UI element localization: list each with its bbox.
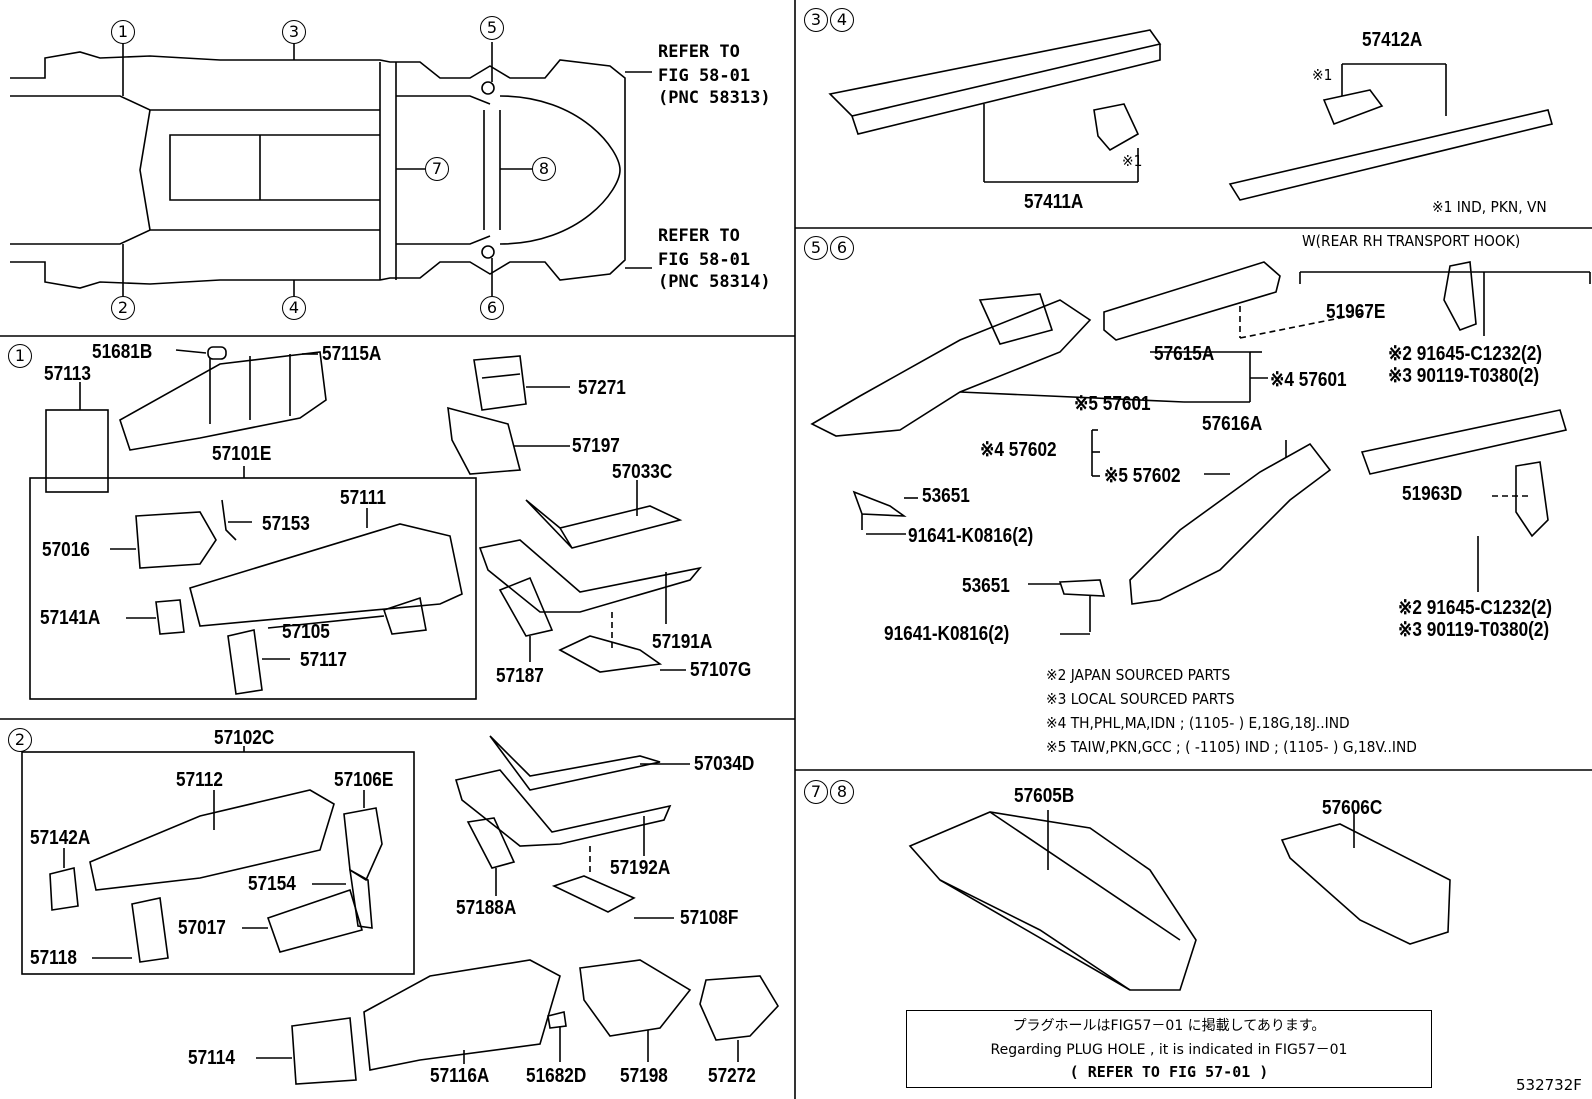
part-57412A[interactable]: 57412A [1362, 29, 1423, 51]
part-57034D[interactable]: 57034D [694, 753, 755, 775]
plug-hole-refer[interactable]: ( REFER TO FIG 57-01 ) [1069, 1063, 1269, 1081]
part-57271[interactable]: 57271 [578, 377, 626, 399]
part-57272[interactable]: 57272 [708, 1065, 756, 1087]
part-57115A[interactable]: 57115A [322, 343, 382, 365]
part-57113[interactable]: 57113 [44, 363, 91, 385]
part-57142A[interactable]: 57142A [30, 827, 91, 849]
part-57141A[interactable]: 57141A [40, 607, 101, 629]
part-51681B[interactable]: 51681B [92, 341, 153, 363]
section-5-callout[interactable]: 5 [804, 236, 828, 260]
plug-hole-note-box: プラグホールはFIG57－01 に掲載してあります。 Regarding PLU… [906, 1010, 1432, 1088]
part-91641-K0816-b[interactable]: 91641-K0816(2) [884, 623, 1010, 645]
section-1-callout[interactable]: 1 [8, 344, 32, 368]
part-57601-variant5[interactable]: ※5 57601 [1074, 393, 1151, 415]
part-91641-K0816-a[interactable]: 91641-K0816(2) [908, 525, 1034, 547]
part-53651-b[interactable]: 53651 [962, 575, 1010, 597]
part-57117[interactable]: 57117 [300, 649, 347, 671]
section-4-callout[interactable]: 4 [830, 8, 854, 32]
part-57615A[interactable]: 57615A [1154, 343, 1215, 365]
part-57116A[interactable]: 57116A [430, 1065, 490, 1087]
callout-7[interactable]: 7 [425, 157, 449, 181]
part-57602-variant5[interactable]: ※5 57602 [1104, 465, 1181, 487]
plug-hole-note-japanese: プラグホールはFIG57－01 に掲載してあります。 [1012, 1018, 1326, 1034]
part-57108F[interactable]: 57108F [680, 907, 739, 929]
part-57114[interactable]: 57114 [188, 1047, 235, 1069]
part-57033C[interactable]: 57033C [612, 461, 673, 483]
refer-top-line2[interactable]: FIG 58-01 [658, 66, 751, 86]
part-53651-a[interactable]: 53651 [922, 485, 970, 507]
callout-6[interactable]: 6 [480, 296, 504, 320]
note-1-regions: ※1 IND, PKN, VN [1432, 198, 1547, 216]
part-57187[interactable]: 57187 [496, 665, 544, 687]
note-mark-1a: ※1 [1312, 66, 1333, 84]
part-57017[interactable]: 57017 [178, 917, 226, 939]
part-91645-C1232-a[interactable]: ※2 91645-C1232(2) [1388, 343, 1543, 365]
part-57154[interactable]: 57154 [248, 873, 296, 895]
part-57101E[interactable]: 57101E [212, 443, 272, 465]
plug-hole-note-english: Regarding PLUG HOLE , it is indicated in… [990, 1042, 1348, 1058]
figure-code: 532732F [1516, 1076, 1582, 1094]
part-57105[interactable]: 57105 [282, 621, 330, 643]
refer-top-line1[interactable]: REFER TO [658, 42, 740, 62]
part-51963D[interactable]: 51963D [1402, 483, 1463, 505]
part-57118[interactable]: 57118 [30, 947, 77, 969]
legend-note-5: ※5 TAIW,PKN,GCC ; ( -1105) IND ; (1105- … [1046, 738, 1417, 756]
section-3-callout[interactable]: 3 [804, 8, 828, 32]
part-57111[interactable]: 57111 [340, 487, 386, 509]
note-mark-1b: ※1 [1122, 152, 1143, 170]
callout-5[interactable]: 5 [480, 16, 504, 40]
part-57153[interactable]: 57153 [262, 513, 310, 535]
section-8-callout[interactable]: 8 [830, 780, 854, 804]
part-90119-T0380-a[interactable]: ※3 90119-T0380(2) [1388, 365, 1540, 387]
part-57606C[interactable]: 57606C [1322, 797, 1383, 819]
part-57191A[interactable]: 57191A [652, 631, 713, 653]
transport-hook-label: W(REAR RH TRANSPORT HOOK) [1302, 232, 1521, 250]
part-57112[interactable]: 57112 [176, 769, 223, 791]
refer-bottom-line1[interactable]: REFER TO [658, 226, 740, 246]
part-57616A[interactable]: 57616A [1202, 413, 1263, 435]
part-57192A[interactable]: 57192A [610, 857, 671, 879]
callout-1[interactable]: 1 [111, 20, 135, 44]
callout-8[interactable]: 8 [532, 157, 556, 181]
section-6-callout[interactable]: 6 [830, 236, 854, 260]
legend-note-4: ※4 TH,PHL,MA,IDN ; (1105- ) E,18G,18J..I… [1046, 714, 1350, 732]
section-2-callout[interactable]: 2 [8, 728, 32, 752]
legend-note-2: ※2 JAPAN SOURCED PARTS [1046, 666, 1231, 684]
legend-note-3: ※3 LOCAL SOURCED PARTS [1046, 690, 1235, 708]
part-57016[interactable]: 57016 [42, 539, 90, 561]
refer-top-line3[interactable]: (PNC 58313) [658, 88, 771, 108]
part-57411A[interactable]: 57411A [1024, 191, 1084, 213]
part-57188A[interactable]: 57188A [456, 897, 517, 919]
part-91645-C1232-b[interactable]: ※2 91645-C1232(2) [1398, 597, 1553, 619]
part-51682D[interactable]: 51682D [526, 1065, 587, 1087]
part-57102C[interactable]: 57102C [214, 727, 275, 749]
callout-4[interactable]: 4 [282, 296, 306, 320]
refer-bottom-line3[interactable]: (PNC 58314) [658, 272, 771, 292]
part-57601-variant4[interactable]: ※4 57601 [1270, 369, 1347, 391]
part-57197[interactable]: 57197 [572, 435, 620, 457]
part-57602-variant4[interactable]: ※4 57602 [980, 439, 1057, 461]
part-57605B[interactable]: 57605B [1014, 785, 1075, 807]
section-7-callout[interactable]: 7 [804, 780, 828, 804]
part-57198[interactable]: 57198 [620, 1065, 668, 1087]
callout-2[interactable]: 2 [111, 296, 135, 320]
refer-bottom-line2[interactable]: FIG 58-01 [658, 250, 751, 270]
part-51967E[interactable]: 51967E [1326, 301, 1386, 323]
callout-3[interactable]: 3 [282, 20, 306, 44]
part-57107G[interactable]: 57107G [690, 659, 752, 681]
part-57106E[interactable]: 57106E [334, 769, 394, 791]
part-90119-T0380-b[interactable]: ※3 90119-T0380(2) [1398, 619, 1550, 641]
